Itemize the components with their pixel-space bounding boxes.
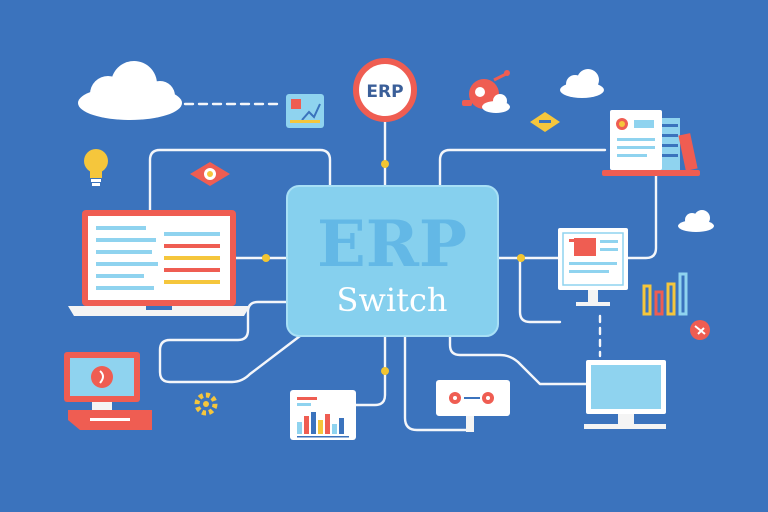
tag-icon <box>690 320 710 340</box>
badge-label: ERP <box>366 82 403 102</box>
connector-hub-router <box>403 334 472 432</box>
connector-top-right <box>438 148 607 188</box>
lightbulb-icon <box>84 149 108 186</box>
connector-top-left <box>148 148 332 212</box>
node-dot <box>381 160 389 168</box>
gear-icon <box>194 392 218 416</box>
monitor-chart-icon[interactable] <box>558 228 628 306</box>
node-dot <box>262 254 270 262</box>
connector-right-side <box>518 256 562 324</box>
document-stack-icon[interactable] <box>602 110 700 176</box>
monitor-icon[interactable] <box>584 360 666 429</box>
dashboard-card-icon[interactable] <box>290 390 356 440</box>
cloud-small-icon <box>560 69 604 98</box>
chart-card-icon <box>286 94 324 128</box>
hub-watermark: ERP <box>317 207 467 282</box>
connectors <box>148 102 658 432</box>
cloud-small-icon <box>678 210 714 232</box>
cloud-icon <box>78 61 182 120</box>
connector-hub-dashboard <box>354 334 387 407</box>
laptop-icon[interactable] <box>68 210 250 316</box>
desktop-computer-icon[interactable] <box>64 352 152 430</box>
node-dot <box>517 254 525 262</box>
location-pin-icon <box>462 70 510 113</box>
bar-chart-icon <box>642 272 688 316</box>
node-dot <box>381 367 389 375</box>
connector-nodes <box>262 160 525 375</box>
erp-badge-icon: ERP <box>353 58 417 122</box>
eye-icon <box>190 162 230 186</box>
connector-bottom-left <box>158 300 302 384</box>
connector-monitor-doc <box>626 173 658 260</box>
hub-label: Switch <box>337 281 448 319</box>
erp-switch-hub[interactable]: ERP Switch <box>286 185 499 337</box>
connector-hub-desktop <box>448 334 588 386</box>
router-icon[interactable] <box>436 380 510 432</box>
tag-icon <box>530 112 560 132</box>
